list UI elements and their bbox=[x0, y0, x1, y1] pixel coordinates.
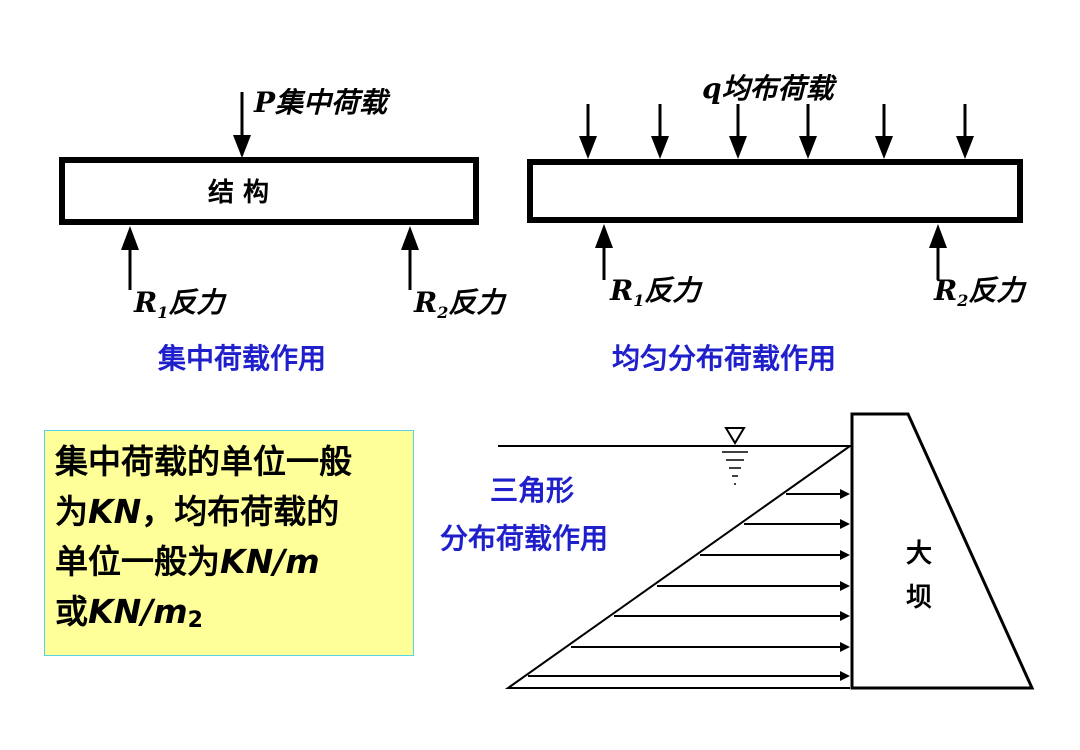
load-arrowhead bbox=[799, 136, 817, 159]
distributed-load-arrows bbox=[579, 104, 974, 159]
beam-structure bbox=[59, 157, 479, 225]
note-unit: KN/m bbox=[220, 542, 320, 581]
note-text: ，均布荷载的 bbox=[141, 492, 340, 531]
load-arrowhead bbox=[875, 136, 893, 159]
dam-label-da: 大 bbox=[906, 539, 932, 569]
triangular-load-diagram: 大 坝 三角形 分布荷载作用 bbox=[440, 412, 1035, 690]
reaction-r2-arrowhead bbox=[929, 224, 947, 248]
load-p-arrowhead bbox=[233, 135, 251, 158]
reaction-r1-arrowhead bbox=[595, 224, 613, 248]
reaction-r1-label: R1反力 bbox=[609, 274, 703, 310]
note-line-4: 或KN/m2 bbox=[55, 587, 413, 642]
beam-label: 结 构 bbox=[208, 178, 269, 208]
triangular-caption-line2: 分布荷载作用 bbox=[440, 522, 608, 555]
note-line-3: 单位一般为KN/m bbox=[55, 537, 413, 587]
concentrated-load-diagram: P集中荷载 结 构 R1反力 R2反力 集中荷载作用 bbox=[59, 86, 507, 375]
load-q-label: q均布荷载 bbox=[702, 72, 838, 105]
distributed-load-caption: 均匀分布荷载作用 bbox=[612, 342, 836, 375]
reaction-r1-arrowhead bbox=[121, 226, 139, 250]
reaction-r1-label: R1反力 bbox=[133, 286, 227, 322]
note-text: 单位一般为 bbox=[55, 542, 220, 581]
reaction-r2-label: R2反力 bbox=[413, 286, 507, 322]
note-unit: KN/m bbox=[88, 592, 188, 631]
distributed-load-diagram: q均布荷载 R1反力 R2反力 均匀分布荷载作用 bbox=[527, 72, 1027, 375]
note-line-1: 集中荷载的单位一般 bbox=[55, 442, 352, 481]
load-arrowhead bbox=[956, 136, 974, 159]
note-text: 为 bbox=[55, 492, 88, 531]
triangular-caption-line1: 三角形 bbox=[490, 474, 574, 507]
beam-structure bbox=[527, 159, 1023, 223]
note-unit-subscript: 2 bbox=[187, 608, 203, 633]
water-level-symbol bbox=[724, 427, 746, 445]
note-line-2: 为KN，均布荷载的 bbox=[55, 487, 413, 537]
load-arrowhead bbox=[651, 136, 669, 159]
pressure-arrows bbox=[528, 489, 850, 681]
dam-label-ba: 坝 bbox=[906, 583, 932, 613]
note-text: 或 bbox=[55, 592, 88, 631]
dam-body bbox=[850, 412, 1035, 690]
reaction-r2-label: R2反力 bbox=[933, 274, 1027, 310]
reaction-r2-arrowhead bbox=[401, 226, 419, 250]
units-note-box: 集中荷载的单位一般 为KN，均布荷载的 单位一般为KN/m 或KN/m2 bbox=[44, 430, 414, 656]
note-unit: KN bbox=[88, 492, 142, 531]
load-arrowhead bbox=[729, 136, 747, 159]
concentrated-load-caption: 集中荷载作用 bbox=[157, 342, 326, 375]
load-p-label: P集中荷载 bbox=[253, 86, 391, 119]
load-arrowhead bbox=[579, 136, 597, 159]
pressure-triangle bbox=[504, 445, 851, 689]
